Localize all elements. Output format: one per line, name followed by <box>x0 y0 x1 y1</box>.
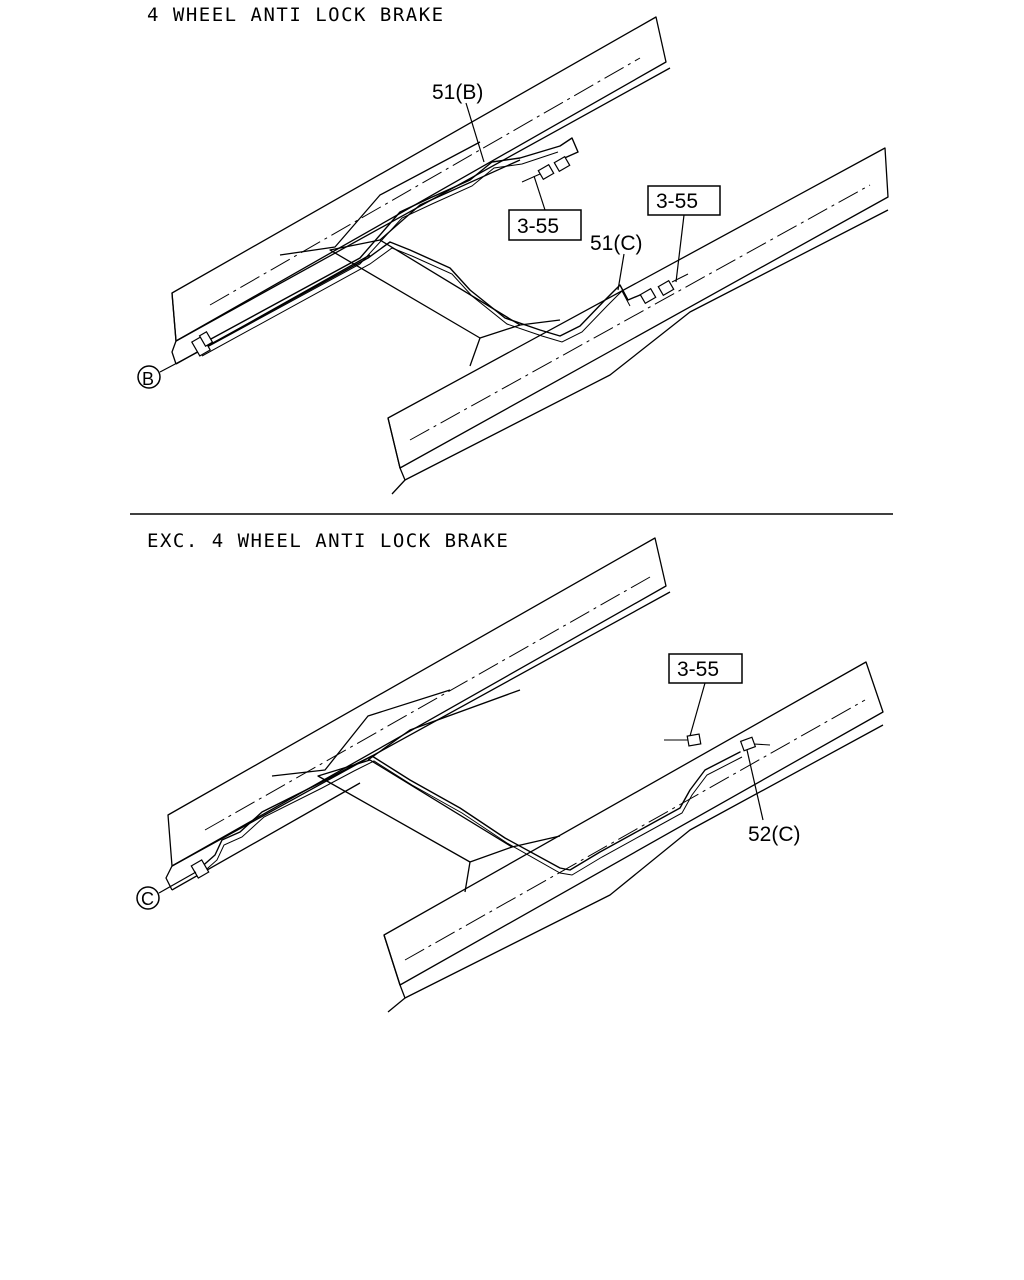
brake-pipes-bottom <box>190 733 771 879</box>
ref-box-bottom <box>668 653 743 684</box>
callouts-top: 51(B) 3-55 51(C) 3-55 B <box>137 81 721 389</box>
frame-drawing-bottom <box>165 537 884 1013</box>
marker-b <box>137 365 161 389</box>
frame-drawing-top <box>171 16 889 495</box>
marker-b-label: B <box>142 369 154 389</box>
callouts-bottom: 3-55 52(C) C <box>136 653 801 910</box>
ref-box-top-right <box>647 185 721 216</box>
section-title-exc-4wabs: EXC. 4 WHEEL ANTI LOCK BRAKE <box>147 530 509 552</box>
marker-c <box>136 886 160 910</box>
fitting-b <box>190 330 214 357</box>
ref-box-top-left <box>508 209 582 241</box>
callout-52c: 52(C) <box>748 823 801 846</box>
section-exc-4wabs: EXC. 4 WHEEL ANTI LOCK BRAKE <box>136 530 884 1013</box>
connector-top-left <box>521 155 571 183</box>
ref-label-bottom: 3-55 <box>677 658 719 681</box>
callout-51c: 51(C) <box>590 232 643 255</box>
connector-bottom <box>664 733 771 752</box>
connector-top-right <box>639 273 689 305</box>
marker-c-label: C <box>141 889 154 909</box>
ref-label-top-left: 3-55 <box>517 215 559 238</box>
brake-pipes-top <box>190 137 689 357</box>
section-title-4wabs: 4 WHEEL ANTI LOCK BRAKE <box>147 4 445 26</box>
section-4wabs: 4 WHEEL ANTI LOCK BRAKE <box>137 4 889 495</box>
ref-label-top-right: 3-55 <box>656 190 698 213</box>
callout-51b: 51(B) <box>432 81 483 104</box>
